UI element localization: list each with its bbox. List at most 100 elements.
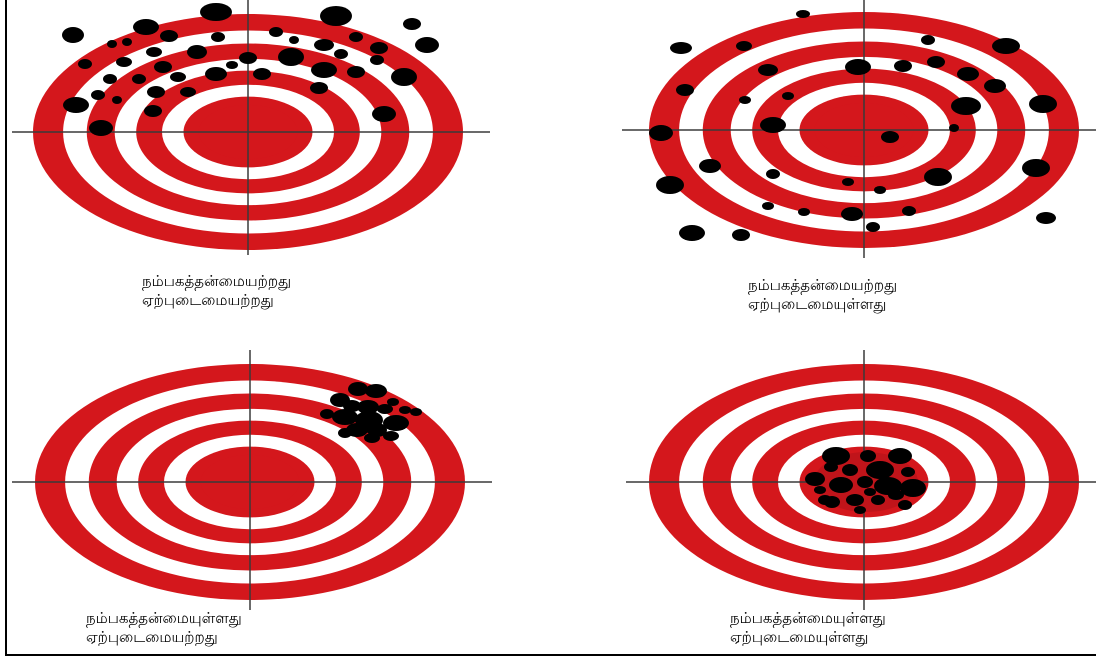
bullet-hole <box>845 59 871 75</box>
bullet-hole <box>866 222 880 232</box>
caption-bottom-right-line1: நம்பகத்தன்மையுள்ளது <box>730 609 886 627</box>
bullet-hole <box>320 6 352 26</box>
bullet-hole <box>365 384 387 398</box>
bullet-hole <box>894 60 912 72</box>
bullet-hole <box>399 406 411 414</box>
bullet-hole <box>866 461 894 479</box>
caption-top-right-line1: நம்பகத்தன்மையற்றது <box>748 276 898 294</box>
bullet-hole <box>951 97 981 115</box>
bullet-hole <box>147 86 165 98</box>
bullet-hole <box>829 477 853 493</box>
bullet-hole <box>334 49 348 59</box>
bullet-hole <box>758 64 778 76</box>
bullet-hole <box>62 27 84 43</box>
bullet-hole <box>116 57 132 67</box>
bullet-hole <box>320 409 334 419</box>
caption-top-left-line2: ஏற்புடைமையற்றது <box>142 291 274 309</box>
bullet-hole <box>343 400 361 412</box>
target-top-left <box>12 0 490 255</box>
bullet-hole <box>289 36 299 44</box>
target-bottom-right <box>626 350 1096 610</box>
bullet-hole <box>760 117 786 133</box>
bullet-hole <box>860 450 876 462</box>
bullet-hole <box>144 105 162 117</box>
bullet-hole <box>187 45 207 59</box>
bullet-hole <box>403 18 421 30</box>
bullet-hole <box>383 431 399 441</box>
bullet-hole <box>205 67 227 81</box>
bullet-hole <box>679 225 705 241</box>
bullet-hole <box>269 27 283 37</box>
bullet-hole <box>372 106 396 122</box>
bullet-hole <box>253 68 271 80</box>
bullet-hole <box>132 74 146 84</box>
bullet-hole <box>901 467 915 477</box>
bullet-hole <box>410 408 422 416</box>
bullet-hole <box>146 47 162 57</box>
bullet-hole <box>332 409 358 425</box>
bullet-hole <box>357 400 379 414</box>
bullet-hole <box>154 61 172 73</box>
bullet-hole <box>239 52 257 64</box>
bullet-hole <box>91 90 105 100</box>
bullet-hole <box>89 120 113 136</box>
bullet-hole <box>107 40 117 48</box>
bullet-hole <box>348 382 368 396</box>
caption-top-left-line1: நம்பகத்தன்மையற்றது <box>142 272 292 290</box>
bullet-hole <box>649 125 673 141</box>
bullet-hole <box>798 208 810 216</box>
bullet-hole <box>364 433 380 443</box>
bullet-hole <box>1029 95 1057 113</box>
bullet-hole <box>133 19 159 35</box>
target-top-right <box>622 0 1096 258</box>
bullet-hole <box>391 68 417 86</box>
bullet-hole <box>112 96 122 104</box>
bullet-hole <box>736 41 752 51</box>
bullet-hole <box>805 472 825 486</box>
caption-top-left: நம்பகத்தன்மையற்றது ஏற்புடைமையற்றது <box>142 272 291 310</box>
bullet-hole <box>766 169 780 179</box>
bullet-hole <box>957 67 979 81</box>
caption-bottom-left: நம்பகத்தன்மையுள்ளது ஏற்புடைமையற்றது <box>86 609 242 647</box>
bullet-hole <box>415 37 439 53</box>
bullet-hole <box>902 206 916 216</box>
bullet-hole <box>78 59 92 69</box>
bullet-hole <box>857 476 873 488</box>
bullet-hole <box>814 486 826 494</box>
figure-bottom-border <box>5 654 1096 656</box>
bullet-hole <box>842 178 854 186</box>
bullet-hole <box>846 494 864 506</box>
bullet-hole <box>841 207 863 221</box>
bullet-hole <box>949 124 959 132</box>
bullet-hole <box>353 422 371 434</box>
target-bottom-left <box>12 350 492 610</box>
caption-bottom-right-line2: ஏற்புடைமையுள்ளது <box>730 628 869 646</box>
figure-left-border <box>5 0 7 656</box>
bullet-hole <box>370 42 388 54</box>
bullet-hole <box>881 131 899 143</box>
bullet-hole <box>226 61 238 69</box>
bullet-hole <box>211 32 225 42</box>
bullet-hole <box>874 186 886 194</box>
bullet-hole <box>338 428 352 438</box>
bullet-hole <box>762 202 774 210</box>
bullet-hole <box>927 56 945 68</box>
bullet-hole <box>921 35 935 45</box>
bullet-hole <box>670 42 692 54</box>
caption-top-right-line2: ஏற்புடைமையுள்ளது <box>748 295 887 313</box>
bullet-hole <box>739 96 751 104</box>
bullet-hole <box>864 488 876 496</box>
bullet-hole <box>676 84 694 96</box>
bullet-hole <box>822 447 850 465</box>
bullet-hole <box>1022 159 1050 177</box>
bullet-hole <box>377 404 393 414</box>
bullet-hole <box>898 500 912 510</box>
bullet-hole <box>103 74 117 84</box>
bullet-hole <box>200 3 232 21</box>
bullet-hole <box>310 82 328 94</box>
bullet-hole <box>170 72 186 82</box>
bullet-hole <box>314 39 334 51</box>
bullet-hole <box>888 490 904 500</box>
bullet-hole <box>818 495 832 505</box>
